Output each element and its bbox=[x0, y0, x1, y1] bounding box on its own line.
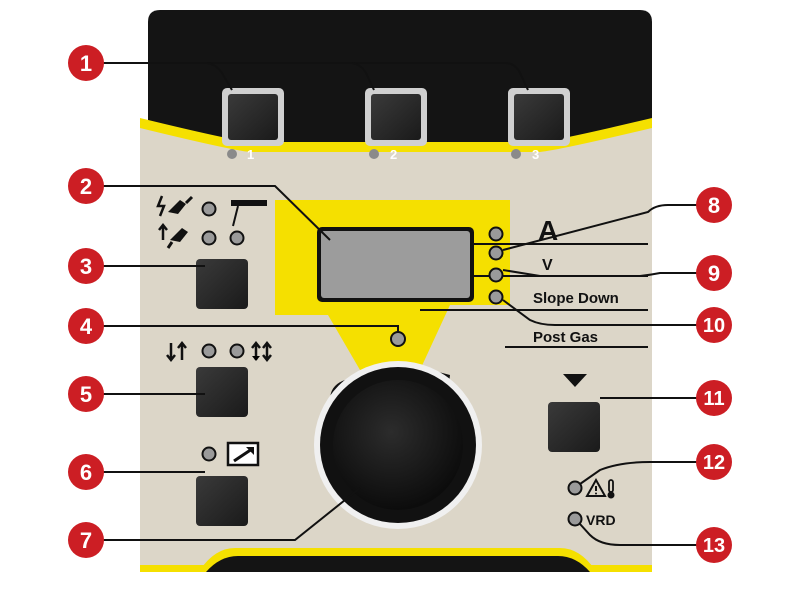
label-amps: A bbox=[538, 215, 558, 246]
remote-control-icon bbox=[226, 441, 260, 467]
svg-text:12: 12 bbox=[703, 452, 725, 474]
memory-led-2 bbox=[369, 149, 379, 159]
callout-10: 10 bbox=[696, 307, 732, 343]
memory-label-2: 2 bbox=[390, 147, 397, 162]
vrd-label: VRD bbox=[586, 512, 616, 528]
memory-led-3 bbox=[511, 149, 521, 159]
led-post-gas bbox=[488, 289, 504, 305]
memory-led-1 bbox=[227, 149, 237, 159]
warning-led bbox=[567, 480, 583, 496]
knob-led bbox=[390, 331, 406, 347]
callout-2: 2 bbox=[68, 168, 104, 204]
mode-led-lift-1 bbox=[201, 230, 217, 246]
lift-tig-icon bbox=[158, 222, 188, 249]
svg-text:3: 3 bbox=[80, 254, 92, 279]
display-screen bbox=[317, 227, 474, 302]
svg-text:7: 7 bbox=[80, 528, 92, 553]
down-arrow-icon bbox=[563, 374, 587, 387]
2-stroke-icon bbox=[166, 340, 187, 363]
leader-lines bbox=[97, 62, 703, 546]
svg-text:9: 9 bbox=[708, 261, 720, 286]
svg-text:4: 4 bbox=[80, 314, 93, 339]
trigger-led-4t bbox=[229, 343, 245, 359]
4-stroke-icon bbox=[251, 340, 272, 363]
remote-led bbox=[201, 446, 217, 462]
vrd-led bbox=[567, 511, 583, 527]
parameter-button[interactable] bbox=[548, 402, 600, 452]
memory-label-3: 3 bbox=[532, 147, 539, 162]
label-post-gas: Post Gas bbox=[533, 329, 598, 346]
svg-text:1: 1 bbox=[80, 51, 92, 76]
svg-text:11: 11 bbox=[703, 388, 724, 410]
callout-3: 3 bbox=[68, 248, 104, 284]
callout-5: 5 bbox=[68, 376, 104, 412]
callout-8: 8 bbox=[696, 187, 732, 223]
tig-torch-icon bbox=[231, 200, 267, 227]
mode-button[interactable] bbox=[196, 259, 248, 309]
callout-12: 12 bbox=[696, 444, 732, 480]
mode-selector bbox=[156, 195, 267, 309]
mode-led-stick bbox=[201, 201, 217, 217]
panel-body bbox=[140, 10, 652, 572]
callout-1: 1 bbox=[68, 45, 104, 81]
trigger-mode-selector bbox=[166, 340, 272, 417]
trigger-button[interactable] bbox=[196, 367, 248, 417]
memory-button-2[interactable] bbox=[365, 88, 427, 146]
svg-text:10: 10 bbox=[703, 315, 725, 337]
trigger-led-2t bbox=[201, 343, 217, 359]
warning-temperature-icon bbox=[585, 477, 615, 499]
callout-7: 7 bbox=[68, 522, 104, 558]
label-slope-down: Slope Down bbox=[533, 290, 619, 307]
memory-buttons: 1 2 3 bbox=[222, 88, 570, 162]
led-amps bbox=[488, 226, 504, 242]
svg-text:8: 8 bbox=[708, 193, 720, 218]
svg-text:2: 2 bbox=[80, 174, 92, 199]
memory-label-1: 1 bbox=[247, 147, 254, 162]
callout-6: 6 bbox=[68, 454, 104, 490]
adjustment-knob[interactable] bbox=[314, 361, 482, 529]
remote-button[interactable] bbox=[196, 476, 248, 526]
remote-selector bbox=[196, 441, 260, 526]
stick-electrode-icon bbox=[156, 195, 194, 217]
callout-9: 9 bbox=[696, 255, 732, 291]
callout-13: 13 bbox=[696, 527, 732, 563]
svg-text:5: 5 bbox=[80, 382, 92, 407]
callout-4: 4 bbox=[68, 308, 104, 344]
mode-led-lift-2 bbox=[229, 230, 245, 246]
memory-button-1[interactable] bbox=[222, 88, 284, 146]
led-volts bbox=[488, 245, 504, 261]
svg-text:6: 6 bbox=[80, 460, 92, 485]
callouts: 1 2 3 4 5 6 7 8 9 10 11 12 13 bbox=[68, 45, 732, 563]
label-volts: V bbox=[542, 257, 553, 274]
callout-11: 11 bbox=[696, 380, 732, 416]
svg-text:13: 13 bbox=[703, 535, 725, 557]
memory-button-3[interactable] bbox=[508, 88, 570, 146]
led-slope-down bbox=[488, 267, 504, 283]
